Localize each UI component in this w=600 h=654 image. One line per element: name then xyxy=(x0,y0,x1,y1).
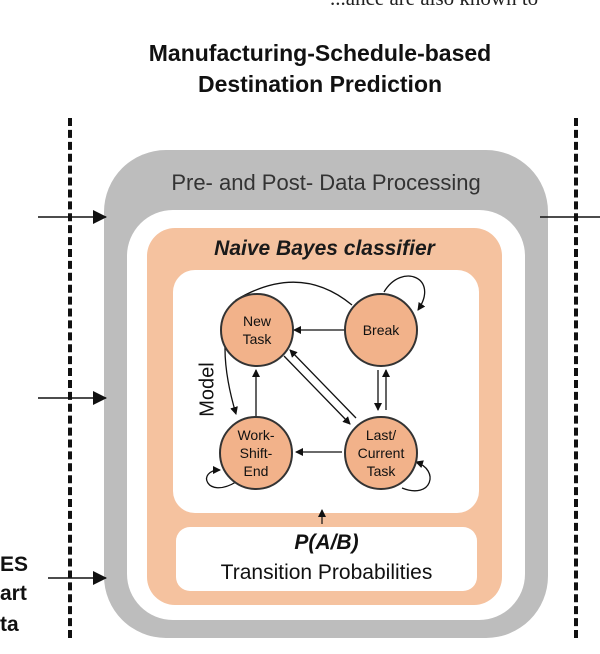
transition-probabilities-box xyxy=(176,527,477,591)
edge-lastcurrent-self-loop xyxy=(401,460,431,492)
edge-newtask-to-lastcurrent xyxy=(283,355,351,425)
node-work-shift-end: Work- Shift- End xyxy=(219,416,293,490)
right-dashed-boundary xyxy=(574,118,578,638)
left-dashed-boundary xyxy=(68,118,72,638)
transition-probabilities-label: Transition Probabilities xyxy=(220,561,433,584)
probability-formula: P(A/B) xyxy=(294,531,359,554)
node-work-shift-end-label: Work- Shift- End xyxy=(237,427,275,479)
cropped-left-text-line3: ta xyxy=(0,613,19,636)
edge-lastcurrent-to-newtask xyxy=(289,349,357,419)
node-break: Break xyxy=(344,293,418,367)
naive-bayes-label: Naive Bayes classifier xyxy=(214,237,435,260)
edge-workshiftend-self-loop xyxy=(205,466,237,489)
data-processing-label: Pre- and Post- Data Processing xyxy=(171,170,481,195)
node-new-task: New Task xyxy=(220,293,294,367)
node-last-current-task-label: Last/ Current Task xyxy=(357,427,405,479)
cropped-caption-top: ...ance are also known to xyxy=(330,0,538,11)
edge-break-self-loop xyxy=(383,275,426,311)
node-break-label: Break xyxy=(362,322,400,338)
diagram-title-line1: Manufacturing-Schedule-based xyxy=(148,40,492,66)
cropped-left-text-line2: art xyxy=(0,582,27,605)
node-new-task-label: New Task xyxy=(242,313,272,347)
diagram-title-line2: Destination Prediction xyxy=(197,71,443,97)
node-last-current-task: Last/ Current Task xyxy=(344,416,418,490)
cropped-left-text-line1: ES xyxy=(0,553,29,576)
